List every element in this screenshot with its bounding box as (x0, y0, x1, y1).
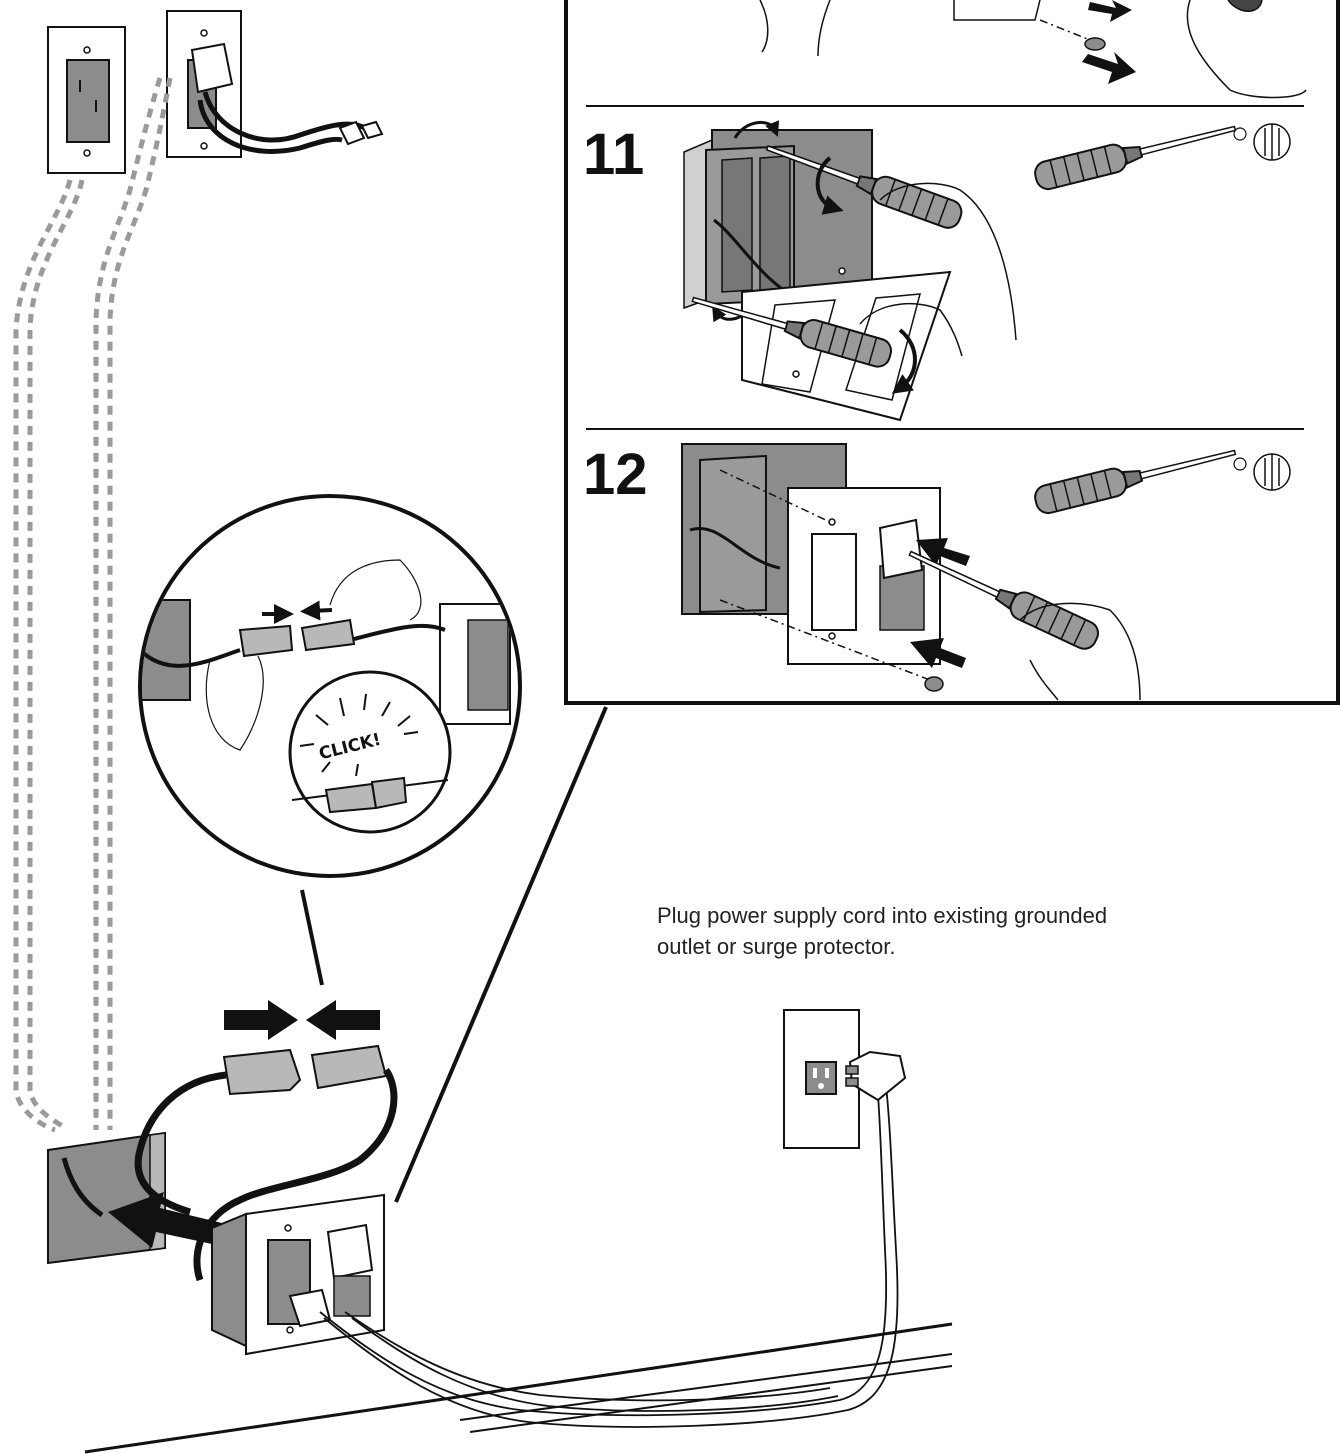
rotate-arrow-icon (815, 156, 844, 215)
arrow-left-icon (306, 1000, 380, 1040)
phillips-tip-icon (1233, 123, 1291, 161)
power-box-assembly (211, 1193, 385, 1356)
step-11-number: 11 (583, 122, 644, 187)
baseboard-lines (84, 1322, 953, 1454)
connector-icon (338, 120, 366, 146)
rotate-arrow-icon (891, 328, 917, 394)
right-inlet-plate (166, 10, 384, 158)
step-10-art (759, 0, 1307, 99)
connector-pair (134, 1000, 398, 1282)
phillips-tip-icon (1233, 453, 1291, 491)
zoom-callout: CLICK! (138, 494, 522, 878)
leader-lines (300, 706, 608, 1203)
step-12-art (681, 443, 1141, 701)
instruction-text: Plug power supply cord into existing gro… (657, 903, 1108, 959)
grounded-outlet (783, 1009, 907, 1149)
outlet-icon (805, 1061, 837, 1095)
step-11-art (683, 120, 1017, 422)
arrow-right-icon (224, 1000, 298, 1040)
step-12-number: 12 (583, 442, 648, 507)
steps-panel: 11 (564, 0, 1340, 705)
in-wall-cable-paths (13, 77, 173, 1133)
left-outlet-plate (47, 26, 126, 174)
